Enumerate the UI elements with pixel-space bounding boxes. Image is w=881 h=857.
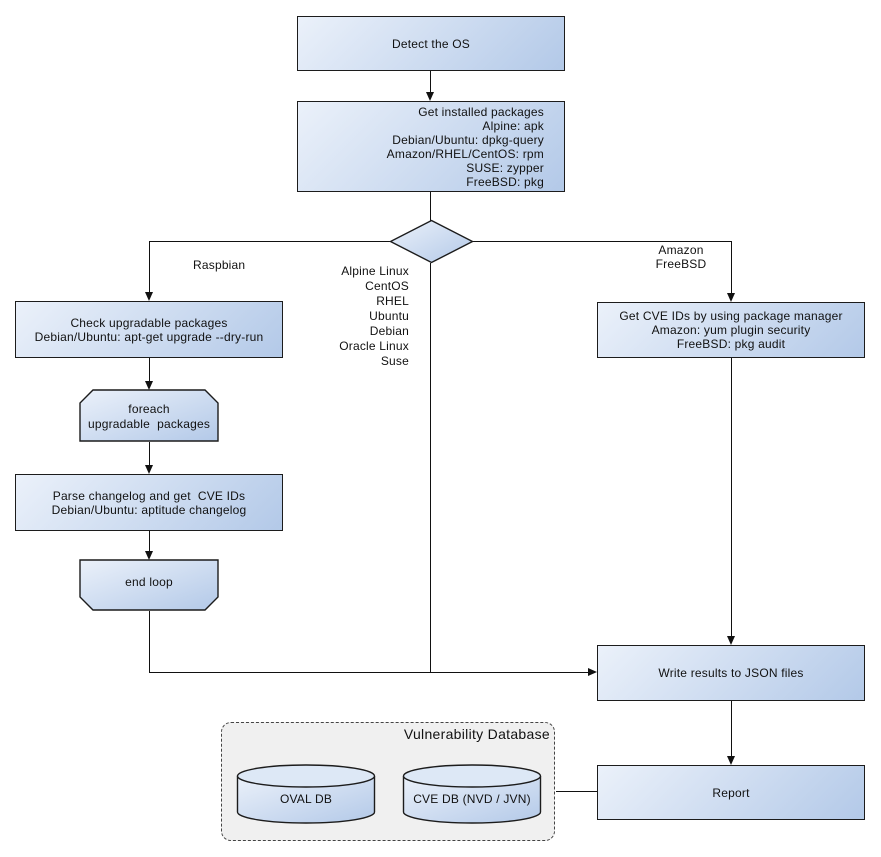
edge-decision-middle-down (430, 263, 431, 673)
edge-label-line: CentOS (365, 279, 409, 293)
arrowhead (426, 92, 434, 101)
edge-parse-to-endloop (149, 531, 150, 554)
edge-label-line: Ubuntu (369, 309, 409, 323)
edge-label-line: FreeBSD (655, 256, 707, 271)
edge-vulndb-to-report (556, 791, 597, 792)
edge-install-to-decision (430, 192, 431, 221)
edge-label-line: Suse (380, 354, 409, 368)
node-text-line: Debian/Ubuntu: aptitude changelog (51, 502, 247, 517)
edge-decision-left (149, 241, 391, 242)
node-text-line: Debian/Ubuntu: dpkg-query (392, 132, 544, 147)
node-text-line: FreeBSD: pkg (466, 174, 544, 189)
edge-merge-to-write-results (149, 672, 590, 673)
node-text-line: FreeBSD: pkg audit (676, 337, 786, 351)
edge-label-amazon-freebsd: Amazon FreeBSD (631, 243, 731, 271)
edge-write-to-report (731, 701, 732, 758)
node-text-line: Parse changelog and get CVE IDs (52, 488, 246, 503)
edge-label-os-list: Alpine Linux CentOS RHEL Ubuntu Debian O… (339, 264, 409, 369)
arrowhead (145, 292, 153, 301)
node-text-line: Get CVE IDs by using package manager (619, 309, 843, 323)
node-text-line: Debian/Ubuntu: apt-get upgrade --dry-run (34, 329, 264, 344)
node-text-line: SUSE: zypper (466, 160, 544, 175)
oval-db-cylinder (236, 764, 376, 824)
arrowhead (727, 636, 735, 645)
edge-detect-to-install (430, 71, 431, 94)
edge-label-line: Debian (369, 324, 409, 338)
node-text-line: Write results to JSON files (658, 666, 804, 680)
node-text-line: Amazon: yum plugin security (651, 323, 811, 337)
node-text-line: Detect the OS (392, 36, 470, 51)
node-report: Report (597, 765, 865, 820)
node-check-upgradable-packages: Check upgradable packages Debian/Ubuntu:… (15, 301, 283, 358)
node-text-line: Report (712, 785, 750, 800)
vulnerability-database-title: Vulnerability Database (403, 726, 550, 742)
arrowhead (145, 465, 153, 474)
arrowhead (727, 756, 735, 765)
node-detect-os: Detect the OS (297, 16, 565, 71)
edge-label-line: RHEL (376, 294, 409, 308)
foreach-loop-start-shape (79, 389, 219, 442)
node-text-line: Amazon/RHEL/CentOS: rpm (386, 146, 544, 161)
edge-label-line: Oracle Linux (339, 339, 409, 353)
node-parse-changelog: Parse changelog and get CVE IDs Debian/U… (15, 474, 283, 531)
arrowhead (727, 293, 735, 302)
edge-label-raspbian: Raspbian (193, 258, 246, 272)
node-text-line: Get installed packages (418, 104, 544, 119)
decision-diamond (389, 219, 474, 264)
arrowhead (588, 668, 597, 676)
edge-endloop-down (149, 611, 150, 673)
end-loop-shape (79, 559, 219, 611)
edge-foreach-to-parse (149, 442, 150, 468)
node-text-line: Check upgradable packages (70, 315, 228, 330)
arrowhead (145, 551, 153, 560)
node-write-results-json: Write results to JSON files (597, 645, 865, 701)
edge-check-to-foreach (149, 358, 150, 383)
edge-label-line: Alpine Linux (341, 264, 409, 278)
edge-label-line: Amazon (658, 243, 704, 257)
node-get-installed-packages: Get installed packages Alpine: apk Debia… (297, 101, 565, 192)
edge-to-get-cve (731, 241, 732, 295)
cve-db-cylinder (402, 764, 542, 824)
node-get-cve-ids: Get CVE IDs by using package manager Ama… (597, 302, 865, 358)
node-text-line: Alpine: apk (482, 118, 544, 133)
edge-getcve-to-write (731, 358, 732, 638)
arrowhead (145, 381, 153, 390)
edge-decision-right (471, 241, 731, 242)
edge-to-check-upgradable (149, 241, 150, 294)
